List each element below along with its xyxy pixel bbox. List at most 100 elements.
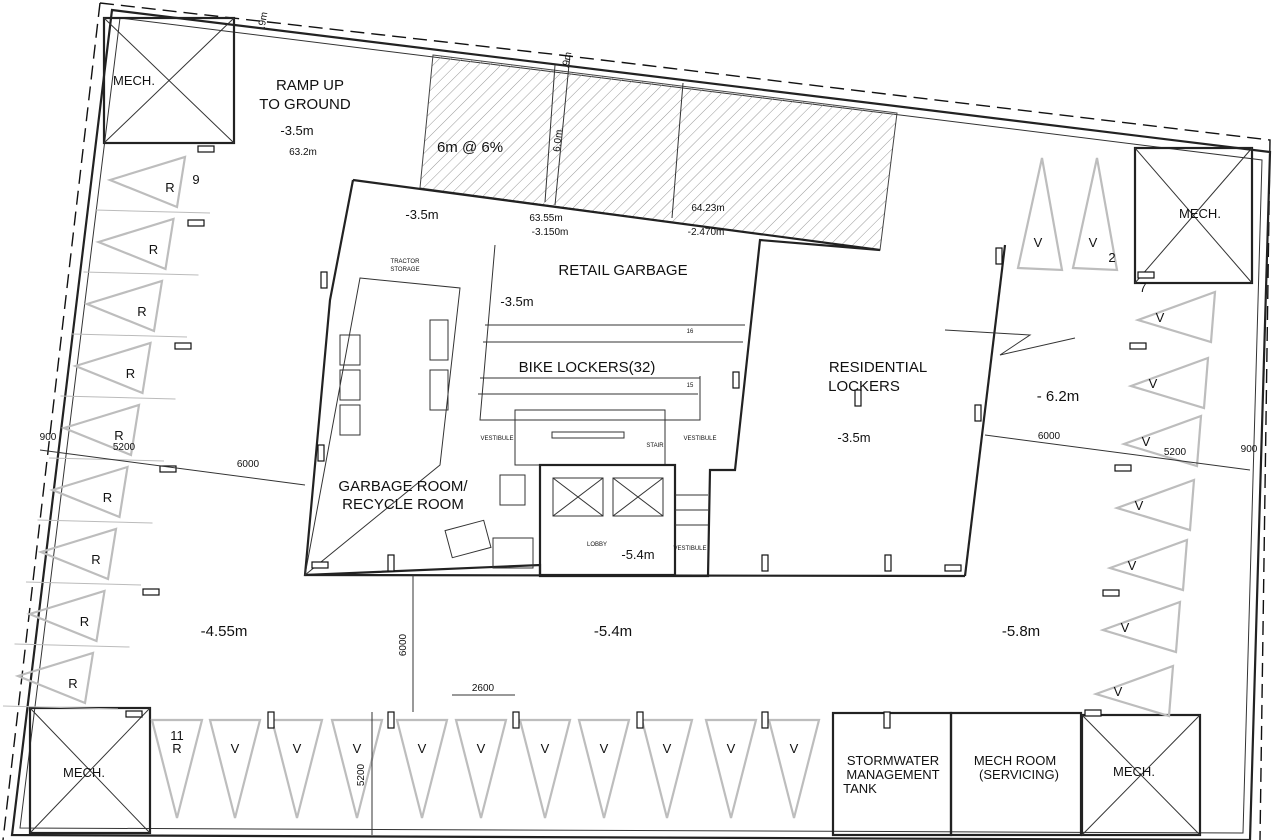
dim-900-left: 900 <box>40 432 57 443</box>
stall-bottom-4: V <box>330 718 384 819</box>
garbage-label-2: RECYCLE ROOM <box>342 496 464 513</box>
dim-line-left <box>39 449 306 486</box>
outer-wall <box>10 8 1272 840</box>
stall-left-2-marking <box>95 217 175 271</box>
stall-right-5-label: V <box>1128 558 1137 573</box>
stall-bottom-10-label: V <box>727 741 736 756</box>
stall-left-divider-7 <box>25 581 142 586</box>
stall-right-1-marking <box>1134 290 1217 344</box>
stall-right-7-marking <box>1092 664 1175 718</box>
mech-label-bottom-left: MECH. <box>63 765 105 780</box>
residential-label-1: RESIDENTIAL <box>829 359 927 376</box>
dim-09-top-mid: .9m <box>561 51 575 69</box>
stall-bottom-11-marking <box>767 718 821 819</box>
stall-bottom-9: V <box>640 718 694 819</box>
stall-right-5: V <box>1106 538 1189 592</box>
stall-left-3-marking <box>83 279 164 333</box>
stall-left-1-label: R <box>165 180 174 195</box>
stall-right-3-label: V <box>1142 434 1151 449</box>
ramp-geo-b: 64.23m <box>691 203 724 214</box>
stall-left-divider-6 <box>37 519 153 524</box>
stall-left-9-marking <box>14 651 95 705</box>
lockers-zigzag <box>944 329 1076 356</box>
stall-bottom-5-marking <box>395 718 449 819</box>
mech-room <box>949 711 1083 837</box>
stall-bottom-5-label: V <box>418 741 427 756</box>
stall-bottom-8: V <box>577 718 631 819</box>
ramp-level: -3.5m <box>280 123 313 138</box>
stall-left-divider-8 <box>14 643 130 648</box>
stall-top-right-1-marking <box>1016 157 1064 272</box>
stall-right-3: V <box>1120 414 1203 468</box>
mech-box-top-left <box>102 16 236 145</box>
stormwater-label-3: TANK <box>843 781 877 796</box>
dim-line-right <box>984 434 1251 471</box>
stall-left-7-label: R <box>91 552 100 567</box>
stall-left-6-marking <box>49 465 129 519</box>
recycle-bin-3 <box>492 537 534 569</box>
stall-number-9: 9 <box>192 172 199 187</box>
stall-right-2-label: V <box>1149 376 1158 391</box>
stall-top-right-1: V <box>1016 157 1064 272</box>
stall-number-7: 7 <box>1139 280 1146 295</box>
ramp-geo-a: 63.55m <box>529 213 562 224</box>
stall-left-3-label: R <box>137 304 146 319</box>
retail-garbage-label: RETAIL GARBAGE <box>558 262 687 279</box>
stall-right-6-marking <box>1099 600 1182 654</box>
stall-right-7: V <box>1092 664 1175 718</box>
stall-bottom-9-marking <box>640 718 694 819</box>
dumpster-2 <box>339 369 361 401</box>
dim-6000-right: 6000 <box>1038 431 1061 442</box>
stall-top-right-1-label: V <box>1034 235 1043 250</box>
stall-number-11: 11 <box>170 728 184 743</box>
stall-bottom-7: V <box>518 718 572 819</box>
dumpster-5 <box>429 369 449 411</box>
stall-left-8-label: R <box>80 614 89 629</box>
stall-left-1-marking <box>106 155 187 209</box>
stall-right-1: V <box>1134 290 1217 344</box>
stall-bottom-8-label: V <box>600 741 609 756</box>
mech-room-label-2: (SERVICING) <box>979 767 1059 782</box>
stall-left-5-marking <box>60 403 141 457</box>
lobby-label: LOBBY <box>587 542 607 548</box>
ramp-divider <box>544 64 556 203</box>
property-line-left <box>2 2 101 840</box>
dim-900-right: 900 <box>1241 444 1258 455</box>
stall-right-6: V <box>1099 600 1182 654</box>
stall-bottom-1-label: R <box>172 741 181 756</box>
stall-left-8-marking <box>26 589 106 643</box>
level-right-upper: - 6.2m <box>1037 388 1080 405</box>
property-line <box>99 2 1271 840</box>
vestibule-lobby: VESTIBULE <box>673 546 706 552</box>
level-right-drive: -5.8m <box>1002 623 1040 640</box>
ramp-label-2: TO GROUND <box>259 96 351 113</box>
mech-label-bottom-right: MECH. <box>1113 764 1155 779</box>
stall-left-divider-5 <box>48 457 165 462</box>
stormwater-label-1: STORMWATER <box>847 753 939 768</box>
stall-right-2-marking <box>1127 356 1210 410</box>
mech-box-top-right <box>1133 146 1254 285</box>
stall-left-5: R <box>60 403 141 457</box>
ramp-slope: 6m @ 6% <box>437 139 503 156</box>
ramp-divider-2 <box>671 82 684 219</box>
stall-right-4-marking <box>1113 478 1196 532</box>
stall-left-2: R <box>95 217 175 271</box>
stall-right-7-label: V <box>1114 684 1123 699</box>
dumpster-3 <box>339 404 361 436</box>
stall-right-4: V <box>1113 478 1196 532</box>
stall-bottom-7-marking <box>518 718 572 819</box>
stalls-right: V V V V V V V <box>1092 290 1217 718</box>
stall-bottom-3-marking <box>270 718 324 819</box>
bike-count-15: 15 <box>687 383 694 389</box>
dim-5200-right: 5200 <box>1164 447 1187 458</box>
stall-left-7-marking <box>37 527 118 581</box>
stall-bottom-11-label: V <box>790 741 799 756</box>
ramp-width: 6.0m <box>552 129 565 152</box>
stall-left-4: R <box>72 341 152 395</box>
columns <box>125 145 1155 729</box>
ramp-geodetic: 63.2m <box>289 147 317 158</box>
elevator-1 <box>552 477 604 517</box>
stall-left-divider-4 <box>60 395 176 400</box>
recycle-bin-2 <box>444 519 492 559</box>
